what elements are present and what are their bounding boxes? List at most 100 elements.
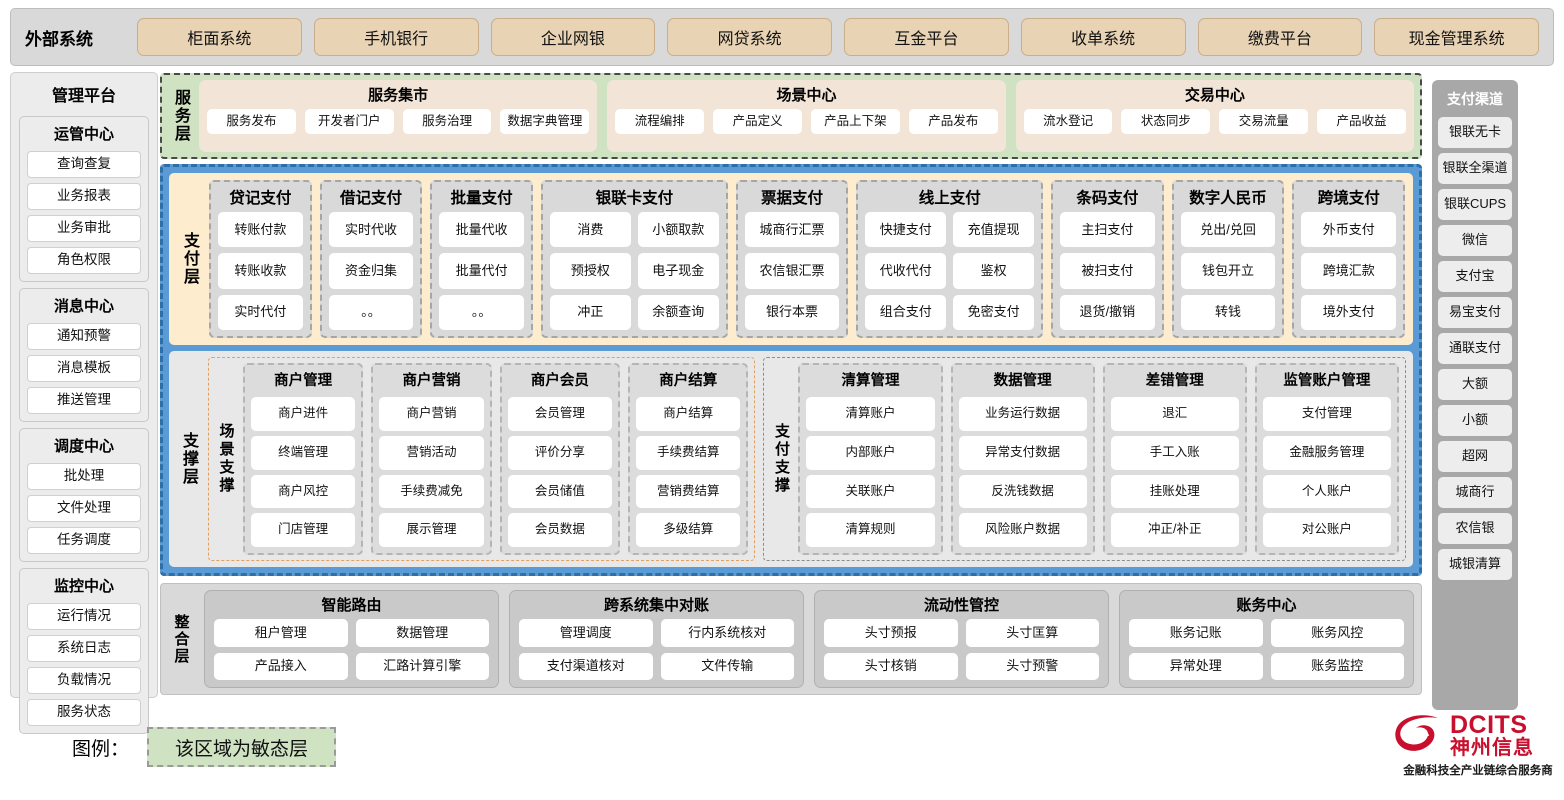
sidebar-item-2-1[interactable]: 文件处理 <box>27 495 141 522</box>
integration-item-2-1[interactable]: 头寸匡算 <box>965 619 1099 647</box>
integration-item-3-3[interactable]: 账务监控 <box>1270 652 1404 680</box>
external-system-7[interactable]: 现金管理系统 <box>1374 18 1539 56</box>
integration-item-1-0[interactable]: 管理调度 <box>519 619 653 647</box>
payment-item-3-1[interactable]: 小额取款 <box>637 212 719 248</box>
scene-support-item-2-0[interactable]: 会员管理 <box>507 397 613 431</box>
payment-channel-4[interactable]: 支付宝 <box>1438 261 1512 292</box>
payment-support-item-0-0[interactable]: 清算账户 <box>806 397 935 431</box>
scene-support-item-1-1[interactable]: 营销活动 <box>379 435 484 470</box>
payment-support-item-3-2[interactable]: 个人账户 <box>1262 474 1391 509</box>
sidebar-item-1-1[interactable]: 消息模板 <box>27 355 141 382</box>
sidebar-item-1-0[interactable]: 通知预警 <box>27 323 141 350</box>
integration-item-3-1[interactable]: 账务风控 <box>1270 619 1404 647</box>
scene-support-item-0-2[interactable]: 商户风控 <box>251 474 356 509</box>
payment-channel-1[interactable]: 银联全渠道 <box>1438 153 1512 184</box>
service-item-2-3[interactable]: 产品收益 <box>1317 109 1406 134</box>
scene-support-item-3-1[interactable]: 手续费结算 <box>636 435 741 470</box>
integration-item-3-2[interactable]: 异常处理 <box>1129 652 1263 680</box>
payment-item-0-2[interactable]: 实时代付 <box>218 294 303 330</box>
payment-channel-9[interactable]: 超网 <box>1438 441 1512 472</box>
payment-channel-0[interactable]: 银联无卡 <box>1438 117 1512 148</box>
payment-item-2-2[interactable]: 。。 <box>439 294 525 330</box>
payment-channel-10[interactable]: 城商行 <box>1438 477 1512 508</box>
sidebar-item-3-1[interactable]: 系统日志 <box>27 635 141 662</box>
service-item-0-3[interactable]: 数据字典管理 <box>500 109 590 134</box>
payment-item-1-0[interactable]: 实时代收 <box>328 212 414 248</box>
payment-support-item-2-3[interactable]: 冲正/补正 <box>1110 513 1239 547</box>
payment-support-item-2-0[interactable]: 退汇 <box>1110 397 1239 431</box>
integration-item-0-2[interactable]: 产品接入 <box>214 652 348 680</box>
sidebar-item-0-3[interactable]: 角色权限 <box>27 247 141 274</box>
payment-item-1-1[interactable]: 资金归集 <box>328 253 414 289</box>
payment-item-4-2[interactable]: 银行本票 <box>744 294 840 330</box>
payment-item-2-0[interactable]: 批量代收 <box>439 212 525 248</box>
payment-support-item-0-3[interactable]: 清算规则 <box>806 513 935 547</box>
service-item-2-1[interactable]: 状态同步 <box>1121 109 1211 134</box>
integration-item-0-1[interactable]: 数据管理 <box>355 619 489 647</box>
payment-item-3-2[interactable]: 预授权 <box>550 253 631 289</box>
service-item-0-1[interactable]: 开发者门户 <box>304 109 394 134</box>
scene-support-item-2-3[interactable]: 会员数据 <box>507 513 613 547</box>
payment-support-item-0-2[interactable]: 关联账户 <box>806 474 935 509</box>
payment-item-4-0[interactable]: 城商行汇票 <box>744 212 840 248</box>
integration-item-1-2[interactable]: 支付渠道核对 <box>519 652 653 680</box>
scene-support-item-0-1[interactable]: 终端管理 <box>251 435 356 470</box>
payment-item-3-0[interactable]: 消费 <box>550 212 631 248</box>
payment-support-item-2-2[interactable]: 挂账处理 <box>1110 474 1239 509</box>
service-item-2-2[interactable]: 交易流量 <box>1219 109 1309 134</box>
sidebar-item-1-2[interactable]: 推送管理 <box>27 387 141 414</box>
integration-item-2-3[interactable]: 头寸预警 <box>965 652 1099 680</box>
scene-support-item-0-3[interactable]: 门店管理 <box>251 513 356 547</box>
scene-support-item-3-2[interactable]: 营销费结算 <box>636 474 741 509</box>
sidebar-item-0-2[interactable]: 业务审批 <box>27 215 141 242</box>
payment-item-7-1[interactable]: 钱包开立 <box>1180 253 1276 289</box>
payment-item-7-2[interactable]: 转钱 <box>1180 294 1276 330</box>
payment-item-5-4[interactable]: 组合支付 <box>865 294 947 330</box>
payment-item-3-5[interactable]: 余额查询 <box>637 294 719 330</box>
sidebar-item-3-2[interactable]: 负载情况 <box>27 667 141 694</box>
integration-item-0-3[interactable]: 汇路计算引擎 <box>355 652 489 680</box>
integration-item-1-3[interactable]: 文件传输 <box>660 652 794 680</box>
payment-support-item-1-1[interactable]: 异常支付数据 <box>958 435 1087 470</box>
external-system-0[interactable]: 柜面系统 <box>137 18 302 56</box>
payment-item-2-1[interactable]: 批量代付 <box>439 253 525 289</box>
payment-item-0-0[interactable]: 转账付款 <box>218 212 303 248</box>
scene-support-item-2-2[interactable]: 会员储值 <box>507 474 613 509</box>
external-system-5[interactable]: 收单系统 <box>1020 18 1186 56</box>
payment-channel-11[interactable]: 农信银 <box>1438 513 1512 544</box>
payment-support-item-1-3[interactable]: 风险账户数据 <box>958 513 1087 547</box>
scene-support-item-3-3[interactable]: 多级结算 <box>636 513 741 547</box>
payment-item-5-0[interactable]: 快捷支付 <box>865 212 947 248</box>
payment-support-item-3-1[interactable]: 金融服务管理 <box>1262 435 1391 470</box>
payment-channel-8[interactable]: 小额 <box>1438 405 1512 436</box>
payment-support-item-3-3[interactable]: 对公账户 <box>1262 513 1391 547</box>
payment-item-6-0[interactable]: 主扫支付 <box>1060 212 1155 248</box>
payment-channel-2[interactable]: 银联CUPS <box>1438 189 1512 220</box>
payment-item-6-2[interactable]: 退货/撤销 <box>1060 294 1155 330</box>
payment-support-item-1-0[interactable]: 业务运行数据 <box>958 397 1087 431</box>
sidebar-item-0-1[interactable]: 业务报表 <box>27 183 141 210</box>
payment-item-4-1[interactable]: 农信银汇票 <box>744 253 840 289</box>
sidebar-item-2-0[interactable]: 批处理 <box>27 463 141 490</box>
payment-channel-3[interactable]: 微信 <box>1438 225 1512 256</box>
payment-item-0-1[interactable]: 转账收款 <box>218 253 303 289</box>
external-system-3[interactable]: 网贷系统 <box>667 18 832 56</box>
scene-support-item-1-2[interactable]: 手续费减免 <box>379 474 484 509</box>
scene-support-item-1-0[interactable]: 商户营销 <box>379 397 484 431</box>
payment-support-item-1-2[interactable]: 反洗钱数据 <box>958 474 1087 509</box>
sidebar-item-3-3[interactable]: 服务状态 <box>27 699 141 726</box>
integration-item-0-0[interactable]: 租户管理 <box>214 619 348 647</box>
payment-item-1-2[interactable]: 。。 <box>328 294 414 330</box>
payment-item-5-1[interactable]: 充值提现 <box>953 212 1035 248</box>
sidebar-item-3-0[interactable]: 运行情况 <box>27 603 141 630</box>
external-system-6[interactable]: 缴费平台 <box>1197 18 1363 56</box>
payment-item-8-0[interactable]: 外币支付 <box>1301 212 1397 248</box>
service-item-1-1[interactable]: 产品定义 <box>713 109 802 134</box>
payment-support-item-0-1[interactable]: 内部账户 <box>806 435 935 470</box>
service-item-1-3[interactable]: 产品发布 <box>908 109 998 134</box>
payment-item-3-4[interactable]: 冲正 <box>550 294 631 330</box>
payment-item-5-2[interactable]: 代收代付 <box>865 253 947 289</box>
payment-item-5-3[interactable]: 鉴权 <box>953 253 1035 289</box>
external-system-4[interactable]: 互金平台 <box>844 18 1009 56</box>
service-item-0-0[interactable]: 服务发布 <box>207 109 296 134</box>
